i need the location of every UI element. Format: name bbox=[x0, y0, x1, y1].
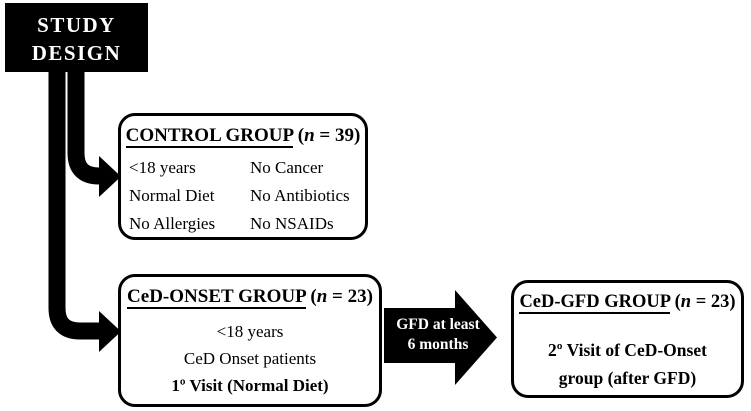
control-group-count-rest: = 39) bbox=[314, 125, 361, 146]
control-group-box: CONTROL GROUP (n = 39) <18 years No Canc… bbox=[118, 113, 368, 240]
control-group-criteria: <18 years No Cancer Normal Diet No Antib… bbox=[121, 154, 365, 238]
gfd-arrow-line1: GFD at least bbox=[396, 316, 480, 333]
study-design-line2: DESIGN bbox=[31, 40, 122, 65]
ced-onset-count-n: n bbox=[316, 286, 328, 307]
branch-to-control-arrowhead bbox=[99, 156, 121, 197]
ced-gfd-group-details: 2º Visit of CeD-Onset group (after GFD) bbox=[514, 336, 741, 392]
ced-gfd-group-title: CeD-GFD GROUP (n = 23) bbox=[514, 283, 741, 314]
onset-age-line: <18 years bbox=[216, 322, 284, 341]
control-group-count-n: n bbox=[304, 125, 315, 146]
branch-to-control-line bbox=[67, 56, 100, 185]
control-group-count-open: ( bbox=[293, 125, 305, 146]
ced-onset-group-details: <18 years CeD Onset patients 1º Visit (N… bbox=[121, 318, 379, 399]
ced-onset-group-box: CeD-ONSET GROUP (n = 23) <18 years CeD O… bbox=[118, 274, 382, 407]
branch-to-onset-line bbox=[48, 56, 100, 340]
gfd-arrow-label: GFD at least 6 months bbox=[386, 315, 490, 355]
criterion-no-allergies: No Allergies bbox=[129, 214, 216, 233]
ced-gfd-count-n: n bbox=[680, 292, 692, 312]
gfd-arrow-shape bbox=[384, 290, 497, 385]
criterion-age: <18 years bbox=[129, 158, 196, 177]
ced-onset-group-title: CeD-ONSET GROUP (n = 23) bbox=[121, 277, 379, 309]
gfd-group-line: group (after GFD) bbox=[558, 368, 697, 388]
control-group-name: CONTROL GROUP bbox=[125, 125, 293, 148]
ced-onset-group-name: CeD-ONSET GROUP bbox=[127, 286, 306, 309]
onset-patients-line: CeD Onset patients bbox=[183, 349, 317, 368]
gfd-visit-line: 2º Visit of CeD-Onset bbox=[548, 340, 707, 360]
branch-to-onset-arrowhead bbox=[99, 311, 121, 352]
ced-onset-count-open: ( bbox=[305, 286, 317, 307]
control-group-title: CONTROL GROUP (n = 39) bbox=[121, 116, 365, 148]
criterion-no-nsaids: No NSAIDs bbox=[250, 214, 334, 233]
gfd-arrow-line2: 6 months bbox=[407, 336, 469, 353]
ced-onset-count-rest: = 23) bbox=[327, 286, 373, 307]
study-design-box: STUDY DESIGN bbox=[5, 3, 148, 72]
onset-visit-line: 1º Visit (Normal Diet) bbox=[171, 376, 329, 395]
criterion-no-cancer: No Cancer bbox=[250, 158, 324, 177]
ced-gfd-group-box: CeD-GFD GROUP (n = 23) 2º Visit of CeD-O… bbox=[511, 280, 744, 398]
criterion-normal-diet: Normal Diet bbox=[129, 186, 215, 205]
study-design-line1: STUDY bbox=[37, 12, 116, 37]
criterion-no-antibiotics: No Antibiotics bbox=[250, 186, 350, 205]
ced-gfd-group-name: CeD-GFD GROUP bbox=[519, 292, 670, 314]
ced-gfd-count-open: ( bbox=[670, 292, 681, 312]
ced-gfd-count-rest: = 23) bbox=[691, 292, 736, 312]
